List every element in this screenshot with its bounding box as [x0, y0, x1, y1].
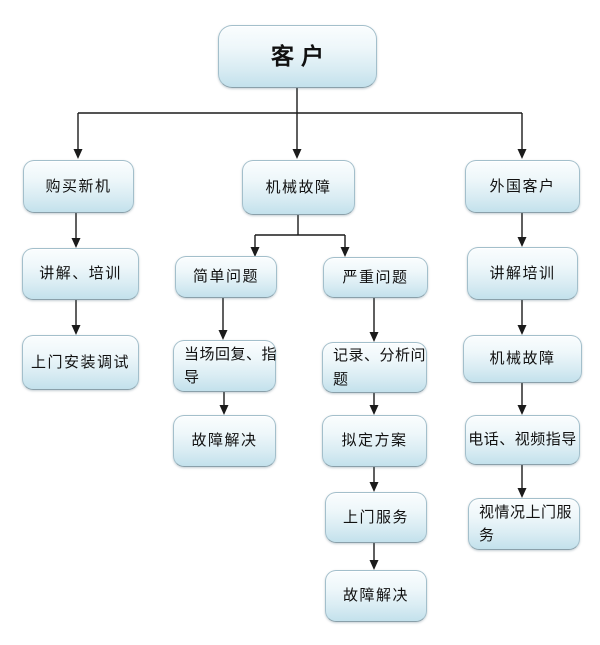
arrowhead-down-icon [369, 560, 379, 570]
flow-node-label: 题 [333, 369, 349, 388]
flow-node-customer: 客户 [218, 25, 377, 88]
arrowhead-down-icon [71, 325, 81, 335]
flow-node-label: 拟定方案 [341, 431, 408, 450]
flow-node-label: 机械故障 [489, 349, 556, 368]
flow-node-label: 讲解培训 [489, 263, 556, 282]
flow-node-buy-new-machine: 购买新机 [23, 160, 134, 213]
flow-node-label: 机械故障 [265, 177, 332, 196]
arrowhead-down-icon [369, 405, 379, 415]
flow-node-mech-fault-right: 机械故障 [463, 335, 582, 383]
arrowhead-down-icon [517, 237, 527, 247]
flow-node-simple-problem: 简单问题 [175, 256, 277, 298]
flow-node-phone-video-guide: 电话、视频指导 [465, 415, 580, 465]
flow-node-label: 上门服务 [342, 507, 409, 526]
flow-node-label: 故障解决 [342, 586, 409, 605]
flow-node-label: 外国客户 [489, 176, 556, 195]
arrowhead-down-icon [292, 149, 302, 159]
flow-node-label: 讲解、培训 [39, 264, 122, 283]
flow-node-record-analyze: 记录、分析问题 [322, 342, 427, 393]
flow-node-label: 上门安装调试 [30, 352, 130, 371]
arrowhead-down-icon [517, 325, 527, 335]
flow-node-label: 严重问题 [342, 267, 409, 286]
flow-node-onsite-service: 上门服务 [325, 492, 427, 543]
arrowhead-down-icon [517, 149, 527, 159]
flow-node-label: 视情况上门服 [479, 502, 573, 521]
flow-node-fault-solved-b: 故障解决 [325, 570, 427, 622]
arrowhead-down-icon [340, 247, 350, 257]
flow-node-label: 务 [479, 526, 495, 544]
flow-node-serious-problem: 严重问题 [323, 257, 428, 298]
flow-node-explain-train-left: 讲解、培训 [22, 248, 139, 300]
flow-node-fault-solved-a: 故障解决 [173, 415, 276, 467]
flow-node-label: 导 [184, 368, 200, 386]
flow-node-label: 简单问题 [192, 267, 259, 286]
flow-node-mech-fault: 机械故障 [242, 160, 355, 215]
flow-node-draft-plan: 拟定方案 [322, 415, 427, 467]
arrowhead-down-icon [369, 332, 379, 342]
flow-node-label: 客户 [271, 42, 331, 70]
arrowhead-down-icon [219, 405, 229, 415]
arrowhead-down-icon [71, 238, 81, 248]
flow-node-label: 电话、视频指导 [468, 430, 577, 449]
flow-node-explain-train-right: 讲解培训 [467, 247, 578, 300]
arrowhead-down-icon [517, 488, 527, 498]
flow-node-label: 购买新机 [45, 176, 112, 195]
flow-node-onsite-install: 上门安装调试 [22, 335, 139, 390]
arrowhead-down-icon [218, 330, 228, 340]
flow-node-label: 故障解决 [191, 431, 258, 450]
flow-node-onsite-reply: 当场回复、指导 [173, 340, 278, 392]
arrowhead-down-icon [73, 149, 83, 159]
flow-node-label: 记录、分析问 [333, 346, 427, 365]
arrowhead-down-icon [369, 482, 379, 492]
flow-node-foreign-customer: 外国客户 [465, 160, 580, 213]
flow-node-onsite-as-needed: 视情况上门服务 [468, 498, 580, 550]
arrowhead-down-icon [517, 405, 527, 415]
flow-node-label: 当场回复、指 [184, 344, 278, 363]
